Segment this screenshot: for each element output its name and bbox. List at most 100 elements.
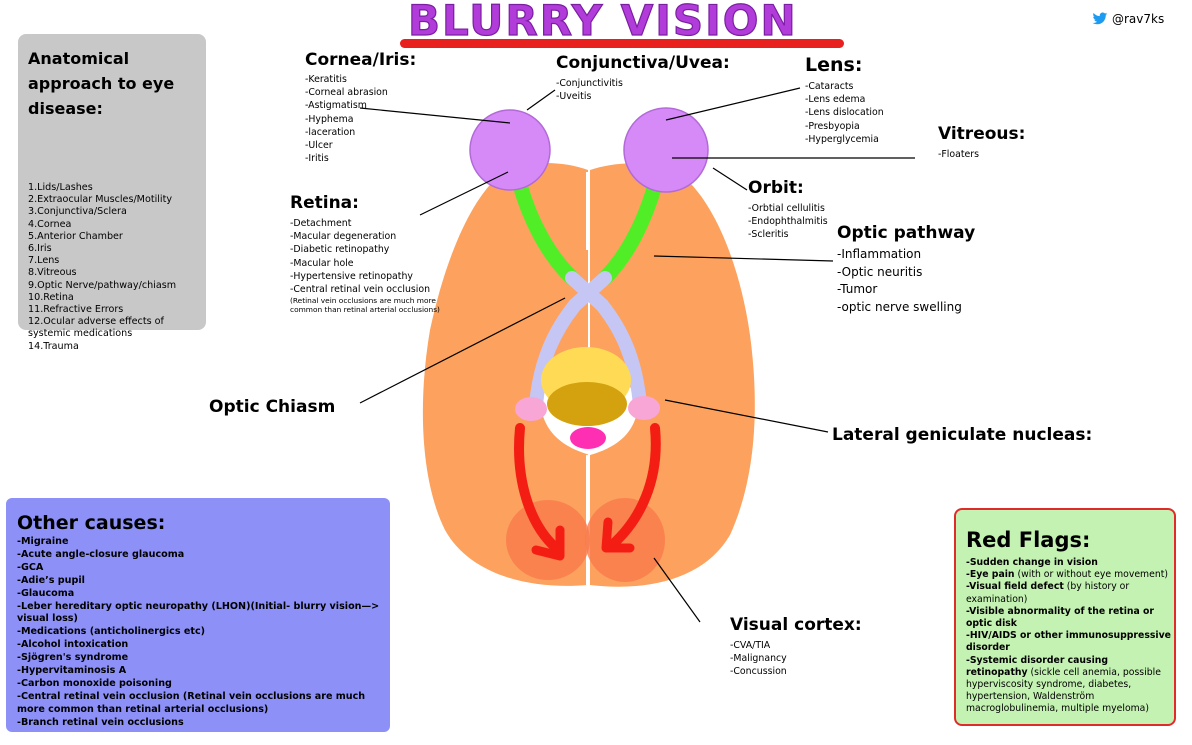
optic-pathway-heading: Optic pathway xyxy=(837,223,976,243)
list-item: 8.Vitreous xyxy=(28,267,77,279)
twitter-bird-icon xyxy=(1092,12,1108,25)
list-item: -Medications (anticholinergics etc) xyxy=(17,626,206,638)
list-item: -Acute angle-closure glaucoma xyxy=(17,548,185,560)
olive-structure xyxy=(547,382,627,426)
left-optic-tract xyxy=(529,298,582,412)
list-item: -laceration xyxy=(305,126,356,138)
list-item: -Glaucoma xyxy=(17,587,75,599)
right-optic-nerve xyxy=(597,177,663,286)
left-hemisphere xyxy=(422,163,588,586)
right-optic-tract xyxy=(595,298,647,412)
flag-detail: (with or without eye movement) xyxy=(1014,569,1168,581)
list-item: -Eye pain (with or without eye movement) xyxy=(966,569,1171,581)
left-arrow-head xyxy=(531,525,565,561)
list-item: -Hypervitaminosis A xyxy=(17,665,127,677)
optic-chiasm-line xyxy=(359,297,566,404)
optic-chiasm-label: Optic Chiasm xyxy=(209,397,336,417)
lens-heading: Lens: xyxy=(805,54,863,76)
list-item: -Floaters xyxy=(938,149,980,160)
list-item: -Branch retinal vein occlusions xyxy=(17,716,184,728)
list-item: -CVA/TIA xyxy=(730,640,771,651)
list-item: -Sudden change in vision xyxy=(966,557,1171,569)
handle-text: @rav7ks xyxy=(1112,12,1165,26)
list-item: -Visible abnormality of the retina or op… xyxy=(966,606,1171,630)
twitter-handle[interactable]: @rav7ks xyxy=(1092,12,1164,26)
vitreous-heading: Vitreous: xyxy=(938,124,1026,144)
red-flags-heading: Red Flags: xyxy=(966,528,1091,552)
list-item: 10.Retina xyxy=(28,291,74,303)
red-flags-box: Red Flags: -Sudden change in vision -Eye… xyxy=(954,508,1176,726)
list-item: -Ulcer xyxy=(305,140,333,152)
lens-list: -Cataracts -Lens edema -Lens dislocation… xyxy=(805,80,884,146)
list-item: -Visual field defect (by history or exam… xyxy=(966,581,1171,605)
visual-cortex-list: -CVA/TIA -Malignancy -Concussion xyxy=(730,639,787,679)
list-item: -Conjunctivitis xyxy=(556,78,623,89)
list-item: 4.Cornea xyxy=(28,218,72,230)
left-radiation-arrow xyxy=(514,423,561,553)
list-item: -Endophthalmitis xyxy=(748,216,828,228)
list-item: -Cataracts xyxy=(805,81,854,92)
other-causes-box: Other causes: -Migraine -Acute angle-clo… xyxy=(6,498,390,732)
flag-bold: -Systemic disorder causing retinopathy xyxy=(966,654,1109,678)
list-item: 12.Ocular adverse effects of systemic me… xyxy=(28,316,164,340)
list-item: 1.Lids/Lashes xyxy=(28,182,93,193)
retina-list: -Detachment -Macular degeneration -Diabe… xyxy=(290,217,430,296)
list-item: -Corneal abrasion xyxy=(305,87,388,99)
list-item: -Hyperglycemia xyxy=(805,133,879,145)
list-item: -Carbon monoxide poisoning xyxy=(17,677,172,689)
flag-bold: -Eye pain xyxy=(966,569,1015,581)
list-item: -Systemic disorder causing retinopathy (… xyxy=(966,655,1171,716)
right-lgn xyxy=(628,396,660,420)
vitreous-list: -Floaters xyxy=(938,148,979,161)
orbit-heading: Orbit: xyxy=(748,178,804,198)
visual-cortex-line xyxy=(653,557,701,623)
right-radiation-arrow xyxy=(607,423,661,550)
flag-bold: -Sudden change in vision xyxy=(966,557,1098,568)
list-item: -Alcohol intoxication xyxy=(17,639,129,651)
list-item: -Macular hole xyxy=(290,257,354,269)
list-item: -Macular degeneration xyxy=(290,231,397,243)
list-item: 5.Anterior Chamber xyxy=(28,230,123,242)
title-underline xyxy=(400,39,844,48)
list-item: 11.Refractive Errors xyxy=(28,304,124,316)
list-item: -Orbtial cellulitis xyxy=(748,203,825,214)
list-item: 3.Conjunctiva/Sclera xyxy=(28,206,127,218)
right-arrow-head xyxy=(601,517,635,553)
list-item: -Optic neuritis xyxy=(837,264,923,279)
list-item: -Iritis xyxy=(305,153,329,165)
list-item: -Migraine xyxy=(17,536,69,547)
lgn-label: Lateral geniculate nucleas: xyxy=(832,425,1093,445)
cornea-line xyxy=(359,107,511,124)
list-item: -Lens dislocation xyxy=(805,107,884,119)
list-item: -Leber hereditary optic neuropathy (LHON… xyxy=(17,600,380,625)
retina-line xyxy=(419,171,509,216)
approach-heading: Anatomical approach to eye disease: xyxy=(28,49,175,118)
pink-dot xyxy=(570,427,606,449)
other-causes-heading: Other causes: xyxy=(17,512,166,534)
left-lgn xyxy=(515,397,547,421)
list-item: -Inflammation xyxy=(837,247,922,261)
optic-pathway-list: -Inflammation -Optic neuritis -Tumor -op… xyxy=(837,246,962,316)
right-eye xyxy=(623,107,709,193)
list-item: 7.Lens xyxy=(28,255,60,267)
left-optic-nerve xyxy=(512,177,580,286)
list-item: -Sjögren's syndrome xyxy=(17,652,129,664)
conjunctiva-list: -Conjunctivitis -Uveitis xyxy=(556,77,623,103)
list-item: 6.Iris xyxy=(28,243,52,255)
list-item: -Uveitis xyxy=(556,91,592,103)
list-item: -Adie’s pupil xyxy=(17,574,85,586)
list-item: -Central retinal vein occlusion xyxy=(290,284,431,296)
list-item: 9.Optic Nerve/pathway/chiasm xyxy=(28,279,177,291)
cornea-heading: Cornea/Iris: xyxy=(305,50,417,70)
page-title: BLURRY VISION xyxy=(407,0,798,46)
list-item: -Detachment xyxy=(290,218,352,229)
orbit-list: -Orbtial cellulitis -Endophthalmitis -Sc… xyxy=(748,202,828,242)
other-causes-list: -Migraine -Acute angle-closure glaucoma … xyxy=(17,536,385,730)
list-item: -GCA xyxy=(17,561,44,573)
list-item: -Hypertensive retinopathy xyxy=(290,270,413,282)
list-item: -Hyphema xyxy=(305,113,354,125)
flag-bold: -HIV/AIDS or other immunosuppressive dis… xyxy=(966,630,1171,654)
list-item: -Tumor xyxy=(837,282,878,296)
list-item: 2.Extraocular Muscles/Motility xyxy=(28,194,173,206)
list-item: -Presbyopia xyxy=(805,120,860,132)
